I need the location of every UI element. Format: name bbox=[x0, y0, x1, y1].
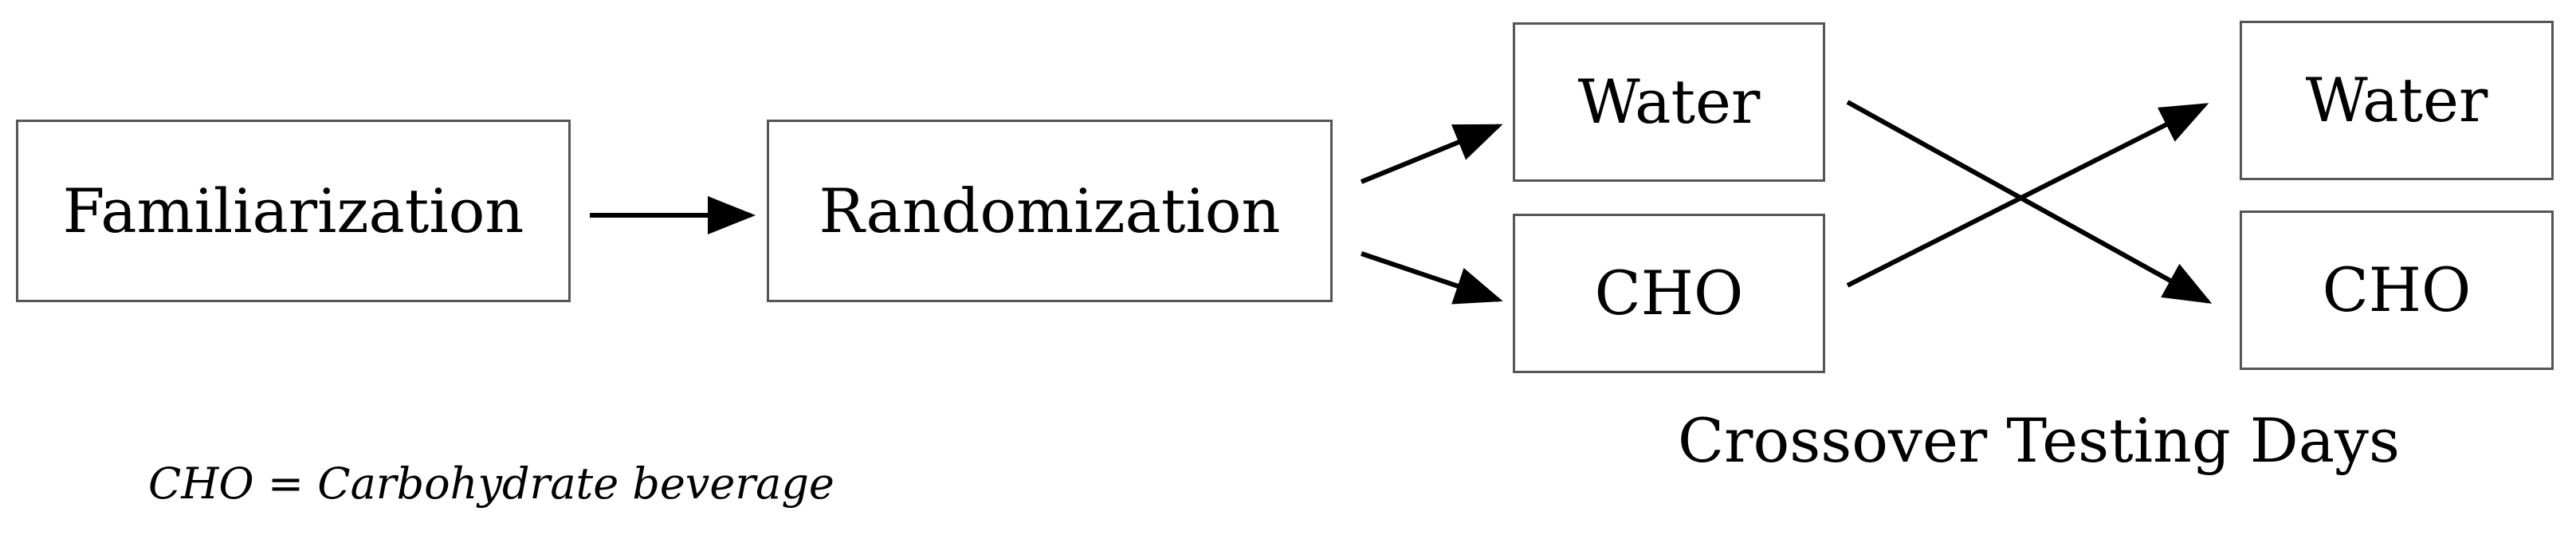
arrow-randomization-to-water bbox=[1360, 124, 1503, 184]
randomization-label: Randomization bbox=[819, 175, 1281, 246]
crossover-caption: Crossover Testing Days bbox=[1678, 405, 2400, 476]
day1-cho-box: CHO bbox=[1513, 214, 1825, 373]
abbreviation-footnote: CHO = Carbohydrate beverage bbox=[148, 458, 834, 509]
day1-cho-label: CHO bbox=[1594, 258, 1744, 328]
arrow-water-to-cho-crossover bbox=[1846, 100, 2213, 304]
day2-cho-box: CHO bbox=[2240, 210, 2554, 370]
day2-water-label: Water bbox=[2305, 65, 2488, 136]
arrow-randomization-to-cho bbox=[1361, 251, 1503, 305]
day2-water-box: Water bbox=[2240, 21, 2554, 180]
randomization-box: Randomization bbox=[767, 120, 1333, 302]
day1-water-label: Water bbox=[1577, 66, 1761, 137]
familiarization-box: Familiarization bbox=[16, 120, 571, 302]
familiarization-label: Familiarization bbox=[62, 175, 524, 246]
day1-water-box: Water bbox=[1513, 22, 1825, 182]
day2-cho-label: CHO bbox=[2322, 254, 2472, 325]
arrow-cho-to-water-crossover bbox=[1846, 103, 2209, 288]
